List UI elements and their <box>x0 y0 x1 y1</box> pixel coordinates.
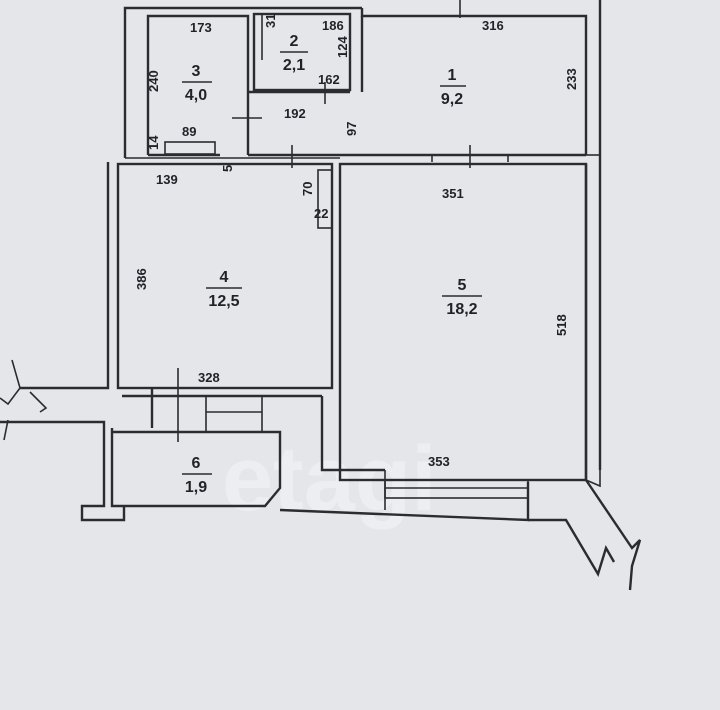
dim-328: 328 <box>198 370 220 385</box>
dim-14: 14 <box>146 135 161 150</box>
room-4-area: 12,5 <box>208 293 239 310</box>
room-6-number: 6 <box>192 455 201 472</box>
dim-240: 240 <box>146 70 161 92</box>
dim-386: 386 <box>134 268 149 290</box>
room-2-number: 2 <box>290 33 299 50</box>
room-2-label: 2 2,1 <box>280 33 308 74</box>
room-3-label: 3 4,0 <box>182 63 212 104</box>
dim-173: 173 <box>190 20 212 35</box>
room-5-label: 5 18,2 <box>442 277 482 318</box>
upper-block-walls <box>123 0 602 170</box>
room-3-number: 3 <box>192 63 201 80</box>
room-4-label: 4 12,5 <box>206 269 242 310</box>
dim-22: 22 <box>314 206 328 221</box>
dim-192: 192 <box>284 106 306 121</box>
dim-124: 124 <box>335 36 350 58</box>
room-3-area: 4,0 <box>185 87 207 104</box>
room-1-area: 9,2 <box>441 91 463 108</box>
entrance-break-marks <box>0 359 48 441</box>
dim-5: 5 <box>220 165 235 172</box>
room-5-area: 18,2 <box>446 301 477 318</box>
dim-89: 89 <box>182 124 196 139</box>
dim-233: 233 <box>564 68 579 90</box>
dim-31: 31 <box>263 14 278 28</box>
room-6-label: 6 1,9 <box>182 455 212 496</box>
dimension-labels: 173 31 186 124 316 240 162 233 192 97 14… <box>134 14 579 469</box>
dim-186: 186 <box>322 18 344 33</box>
room-4-walls <box>20 162 334 442</box>
dim-70: 70 <box>300 182 315 196</box>
room-6-walls <box>0 388 642 591</box>
dim-316: 316 <box>482 18 504 33</box>
room-4-number: 4 <box>220 269 229 286</box>
room-1-label: 1 9,2 <box>440 67 466 108</box>
dim-353: 353 <box>428 454 450 469</box>
dim-351: 351 <box>442 186 464 201</box>
dim-162: 162 <box>318 72 340 87</box>
room-5-number: 5 <box>458 277 467 294</box>
dim-518: 518 <box>554 314 569 336</box>
room-1-number: 1 <box>448 67 457 84</box>
room-6-area: 1,9 <box>185 479 207 496</box>
dim-97: 97 <box>344 122 359 136</box>
room-2-area: 2,1 <box>283 57 305 74</box>
dim-139: 139 <box>156 172 178 187</box>
